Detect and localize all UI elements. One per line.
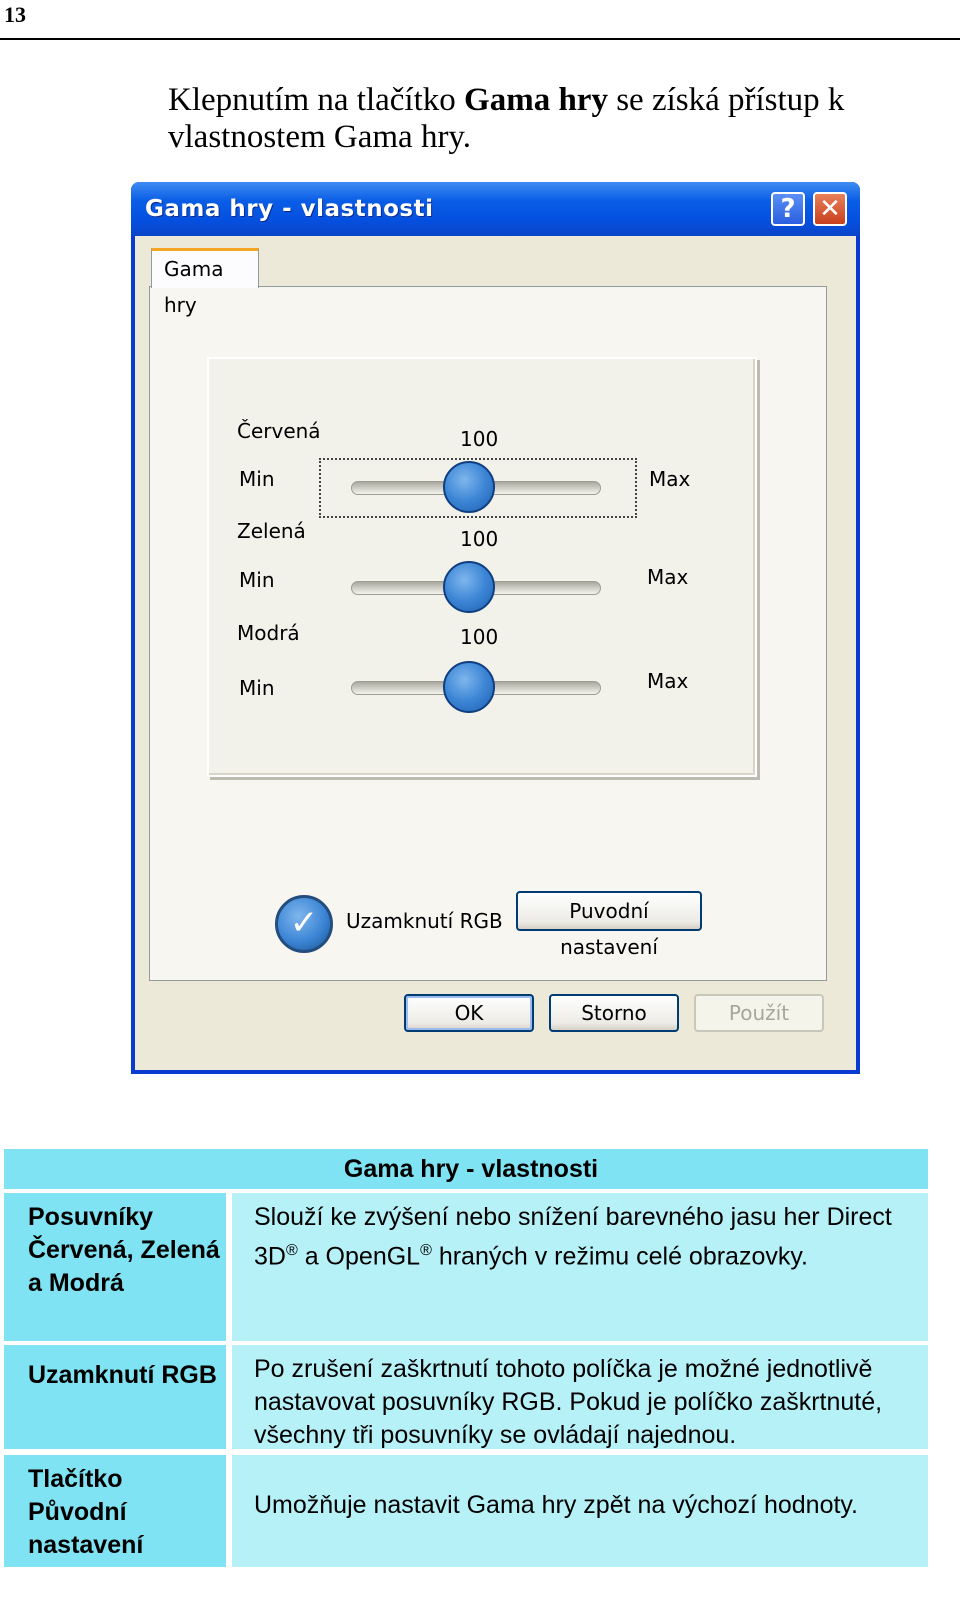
reset-defaults-button[interactable]: Puvodní nastavení — [516, 891, 702, 959]
window-title: Gama hry - vlastnosti — [145, 196, 434, 222]
slider-max-blue: Max — [647, 669, 689, 693]
table-description: Slouží ke zvýšení nebo snížení barevného… — [232, 1193, 928, 1341]
page-number: 13 — [4, 2, 26, 27]
slider-min-green: Min — [239, 568, 275, 592]
slider-label-blue: Modrá — [237, 621, 300, 645]
lock-rgb-checkbox[interactable]: ✓ — [275, 895, 333, 953]
intro-text-start: Klepnutím na tlačítko — [168, 82, 465, 118]
intro-text: Klepnutím na tlačítko Gama hry se získá … — [168, 82, 938, 156]
slider-min-blue: Min — [239, 676, 275, 700]
slider-focus-rect — [319, 458, 637, 518]
slider-max-green: Max — [647, 565, 689, 589]
slider-max-red: Max — [649, 467, 691, 491]
help-button[interactable]: ? — [771, 192, 805, 226]
slider-group: Červená 100 Min Max Zelená 100 Min Max M… — [207, 357, 757, 777]
intro-text-end: se získá přístup k vlastnostem Gama hry. — [168, 82, 845, 155]
registered-mark: ® — [285, 1242, 298, 1259]
slider-min-red: Min — [239, 467, 275, 491]
apply-button[interactable]: Použít — [694, 994, 824, 1032]
slider-value-green: 100 — [460, 527, 499, 551]
lock-rgb-label: Uzamknutí RGB — [346, 909, 503, 933]
description-text: a OpenGL — [297, 1242, 421, 1271]
table-row: Tlačítko Původní nastavení Umožňuje nast… — [4, 1455, 928, 1567]
dialog-client-area: Gama hry Červená 100 Min Max Zelená 100 … — [135, 236, 856, 1070]
cancel-button[interactable]: Storno — [549, 994, 679, 1032]
registered-mark: ® — [420, 1242, 432, 1259]
table-header: Gama hry - vlastnosti — [4, 1149, 928, 1189]
tab-panel: Červená 100 Min Max Zelená 100 Min Max M… — [149, 286, 827, 981]
slider-value-red: 100 — [460, 427, 499, 451]
slider-label-green: Zelená — [237, 519, 306, 543]
ok-button[interactable]: OK — [404, 994, 534, 1032]
table-description: Umožňuje nastavit Gama hry zpět na výcho… — [232, 1455, 928, 1567]
table-description: Po zrušení zaškrtnutí tohoto políčka je … — [232, 1345, 928, 1449]
table-term: Posuvníky Červená, Zelená a Modrá — [4, 1193, 226, 1341]
table-term: Tlačítko Původní nastavení — [4, 1455, 226, 1567]
close-button[interactable]: ✕ — [813, 192, 847, 226]
header-rule — [0, 38, 960, 40]
intro-text-bold: Gama hry — [464, 82, 608, 118]
slider-thumb-red[interactable] — [442, 461, 495, 513]
table-row: Uzamknutí RGB Po zrušení zaškrtnutí toho… — [4, 1345, 928, 1449]
dialog-window: Gama hry - vlastnosti ? ✕ Gama hry Červe… — [131, 182, 860, 1074]
description-text: Slouží ke zvýšení nebo snížení barevného… — [254, 1203, 892, 1271]
slider-value-blue: 100 — [460, 625, 499, 649]
table-row: Posuvníky Červená, Zelená a Modrá Slouží… — [4, 1193, 928, 1341]
slider-thumb-green[interactable] — [442, 561, 495, 613]
title-bar[interactable]: Gama hry - vlastnosti ? ✕ — [131, 182, 860, 236]
description-text: hraných v režimu celé obrazovky. — [431, 1242, 808, 1271]
slider-label-red: Červená — [237, 419, 321, 443]
tab-gama-hry[interactable]: Gama hry — [151, 248, 259, 317]
table-term: Uzamknutí RGB — [4, 1345, 226, 1449]
slider-thumb-blue[interactable] — [442, 661, 495, 713]
